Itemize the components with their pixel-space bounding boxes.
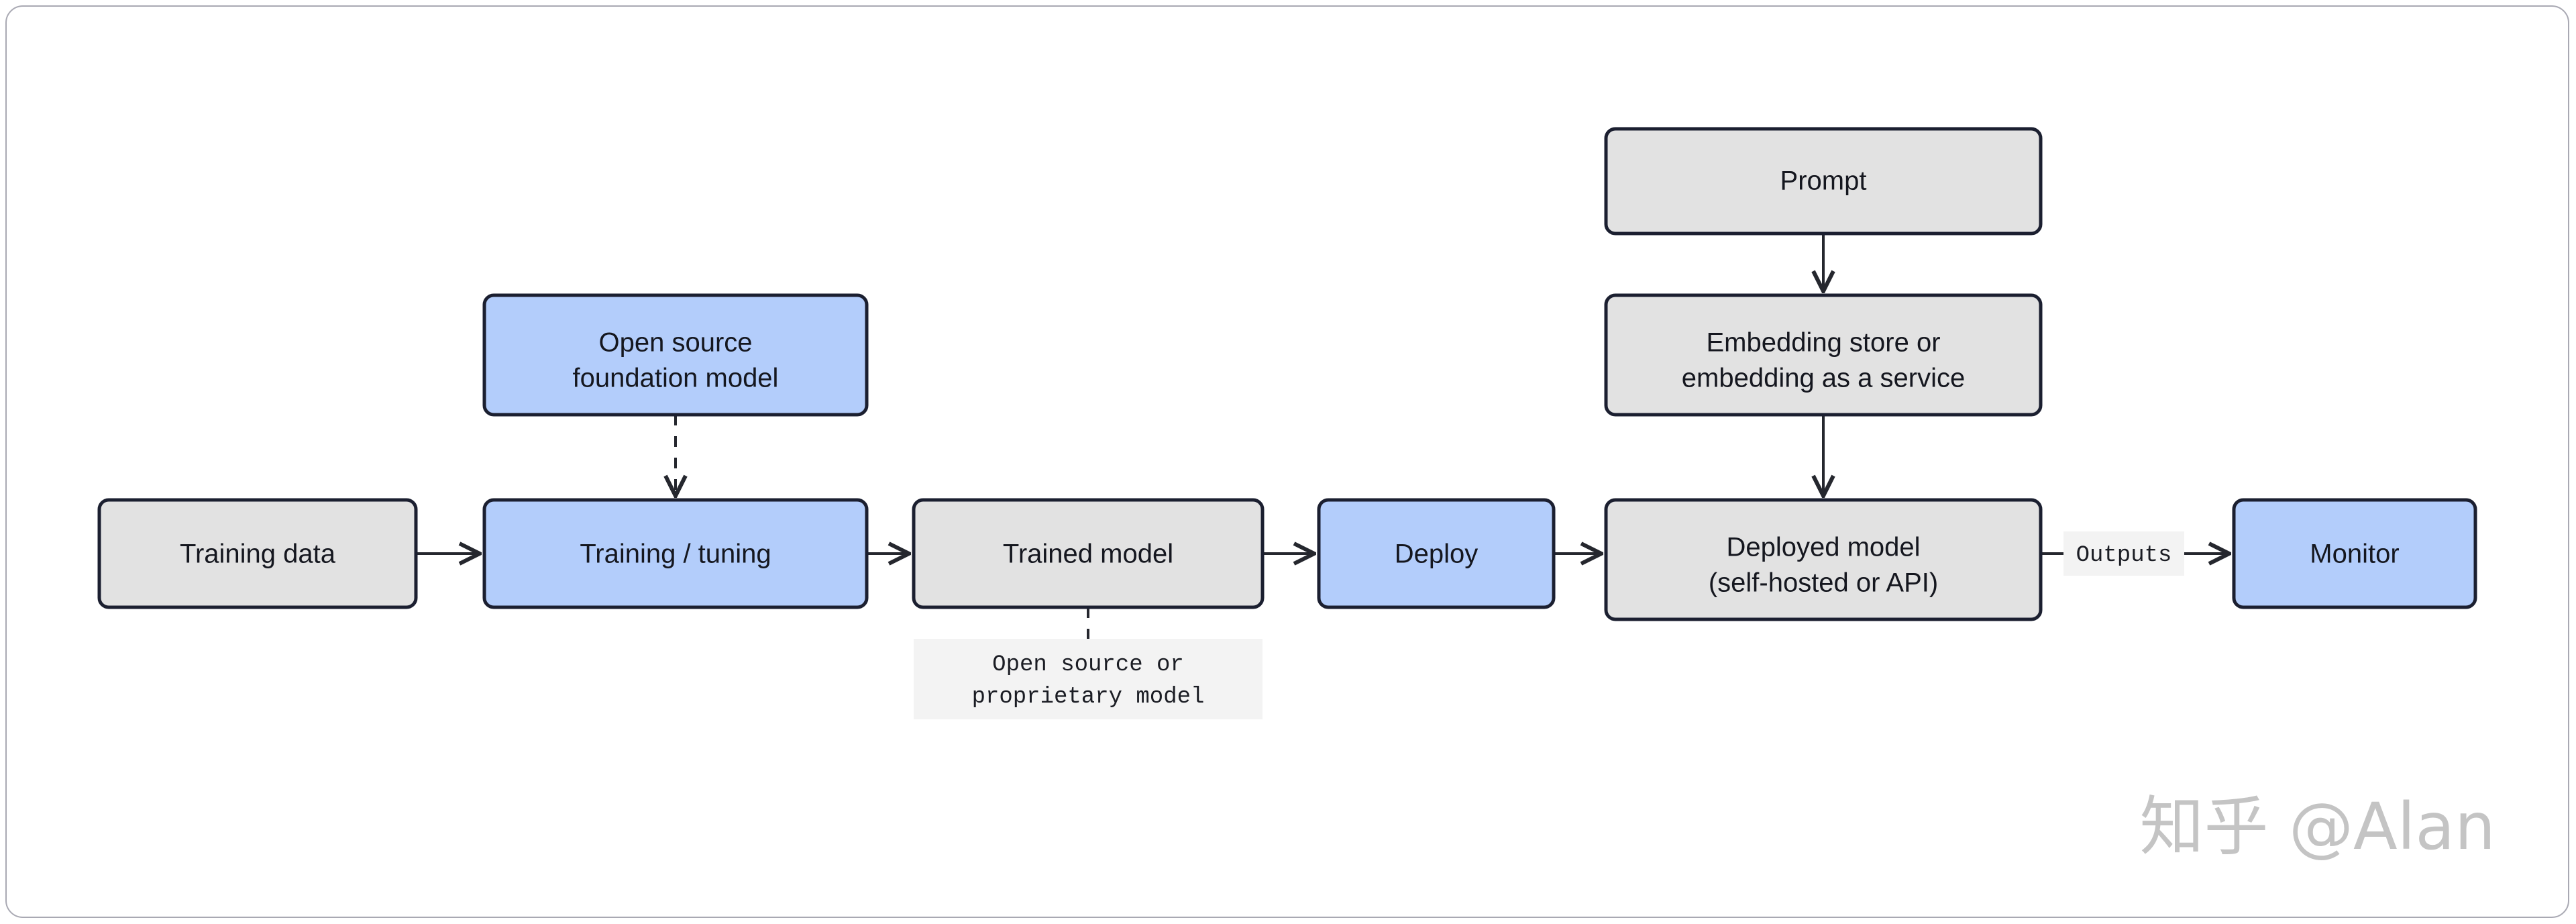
edge-label-outputs-text: Outputs — [2076, 543, 2172, 568]
node-monitor[interactable]: Monitor — [2232, 498, 2477, 609]
annotation-label-line1: Open source or — [992, 652, 1184, 678]
node-training-tuning[interactable]: Training / tuning — [482, 498, 869, 609]
node-trained-model[interactable]: Trained model — [912, 498, 1265, 609]
node-trained-model-label: Trained model — [1003, 540, 1173, 569]
node-foundation-model-label-line1: Open source — [598, 328, 752, 358]
edge-label-outputs: Outputs — [2063, 531, 2184, 576]
node-embedding-store-label-line1: Embedding store or — [1706, 328, 1940, 358]
diagram-canvas-card — [5, 5, 2569, 918]
node-deploy[interactable]: Deploy — [1317, 498, 1556, 609]
node-prompt-label: Prompt — [1780, 166, 1867, 196]
watermark-label: 知乎 @Alan — [2139, 789, 2496, 864]
node-training-tuning-label: Training / tuning — [580, 540, 771, 569]
node-deployed-model-label-line1: Deployed model — [1726, 533, 1920, 562]
node-deploy-label: Deploy — [1395, 540, 1479, 569]
node-prompt[interactable]: Prompt — [1604, 127, 2043, 236]
node-deployed-model[interactable]: Deployed model (self-hosted or API) — [1604, 498, 2043, 621]
node-embedding-store-label-line2: embedding as a service — [1682, 364, 1965, 393]
node-embedding-store[interactable]: Embedding store or embedding as a servic… — [1604, 293, 2043, 417]
node-open-source-foundation-model[interactable]: Open source foundation model — [482, 293, 869, 417]
node-foundation-model-label-line2: foundation model — [573, 364, 779, 393]
node-training-data-label: Training data — [180, 540, 336, 569]
node-deployed-model-label-line2: (self-hosted or API) — [1709, 568, 1938, 598]
annotation-open-source-or-proprietary-model: Open source or proprietary model — [914, 639, 1263, 719]
annotation-label-line2: proprietary model — [972, 684, 1205, 710]
node-monitor-label: Monitor — [2310, 540, 2399, 569]
node-training-data[interactable]: Training data — [97, 498, 418, 609]
